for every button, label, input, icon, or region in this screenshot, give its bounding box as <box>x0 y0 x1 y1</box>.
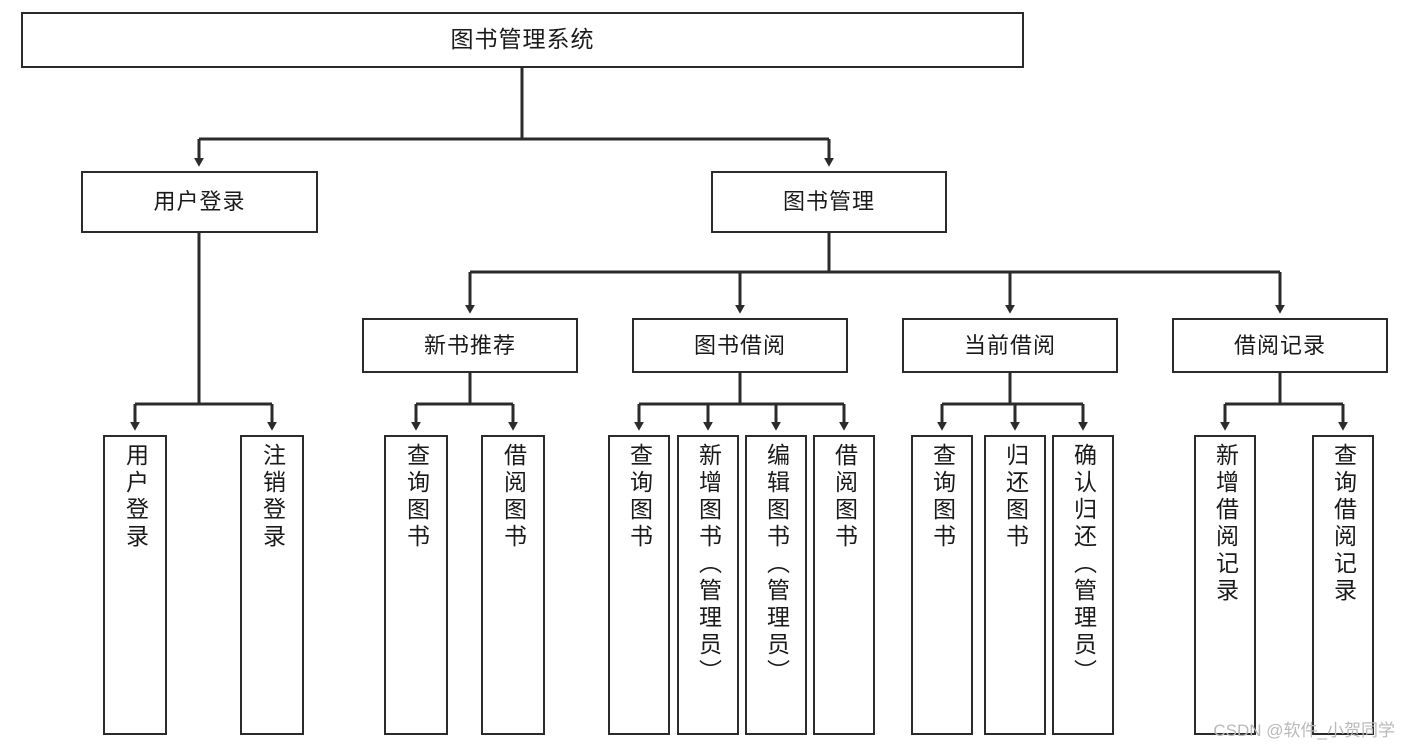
node-leaf-cur-query-book-label: 查询图书 <box>929 443 956 551</box>
node-leaf-borrow-borrow-book-label: 借阅图书 <box>831 443 858 551</box>
node-leaf-rec-borrow-book-label: 借阅图书 <box>500 443 527 551</box>
node-new-book-rec[interactable]: 新书推荐 <box>362 318 578 373</box>
node-borrow-record[interactable]: 借阅记录 <box>1172 318 1388 373</box>
node-user-login[interactable]: 用户登录 <box>81 171 318 233</box>
node-book-manage-label: 图书管理 <box>782 189 875 215</box>
node-leaf-cur-return-book[interactable]: 归还图书 <box>984 435 1046 735</box>
node-leaf-rec-query-book-label: 查询图书 <box>403 443 430 551</box>
node-leaf-rec-add-record-label: 新增借阅记录 <box>1212 443 1239 605</box>
node-leaf-cur-confirm-return[interactable]: 确认归还（管理员） <box>1052 435 1114 735</box>
node-leaf-user-logout-label: 注销登录 <box>259 443 286 551</box>
node-book-borrow[interactable]: 图书借阅 <box>632 318 848 373</box>
node-leaf-rec-borrow-book[interactable]: 借阅图书 <box>481 435 545 735</box>
node-leaf-user-login-label: 用户登录 <box>122 443 149 551</box>
node-current-borrow[interactable]: 当前借阅 <box>902 318 1118 373</box>
node-root[interactable]: 图书管理系统 <box>21 12 1024 68</box>
node-book-manage[interactable]: 图书管理 <box>711 171 947 233</box>
node-leaf-borrow-query-book-label: 查询图书 <box>626 443 653 551</box>
node-leaf-cur-return-book-label: 归还图书 <box>1002 443 1029 551</box>
node-leaf-rec-add-record[interactable]: 新增借阅记录 <box>1194 435 1256 735</box>
node-leaf-user-logout[interactable]: 注销登录 <box>240 435 304 735</box>
node-leaf-rec-query-book[interactable]: 查询图书 <box>384 435 448 735</box>
node-book-borrow-label: 图书借阅 <box>693 332 786 358</box>
node-leaf-borrow-edit-book-label: 编辑图书（管理员） <box>763 443 790 686</box>
node-leaf-borrow-add-book[interactable]: 新增图书（管理员） <box>677 435 739 735</box>
node-leaf-rec-query-record[interactable]: 查询借阅记录 <box>1312 435 1374 735</box>
node-leaf-borrow-query-book[interactable]: 查询图书 <box>608 435 670 735</box>
node-user-login-label: 用户登录 <box>153 189 246 215</box>
node-leaf-cur-confirm-return-label: 确认归还（管理员） <box>1070 443 1097 686</box>
node-leaf-borrow-add-book-label: 新增图书（管理员） <box>695 443 722 686</box>
node-leaf-rec-query-record-label: 查询借阅记录 <box>1330 443 1357 605</box>
node-current-borrow-label: 当前借阅 <box>963 332 1056 358</box>
node-root-label: 图书管理系统 <box>450 26 595 53</box>
node-leaf-borrow-edit-book[interactable]: 编辑图书（管理员） <box>745 435 807 735</box>
node-leaf-borrow-borrow-book[interactable]: 借阅图书 <box>813 435 875 735</box>
node-leaf-cur-query-book[interactable]: 查询图书 <box>911 435 973 735</box>
node-borrow-record-label: 借阅记录 <box>1233 332 1326 358</box>
node-leaf-user-login[interactable]: 用户登录 <box>103 435 167 735</box>
node-new-book-rec-label: 新书推荐 <box>423 332 516 358</box>
